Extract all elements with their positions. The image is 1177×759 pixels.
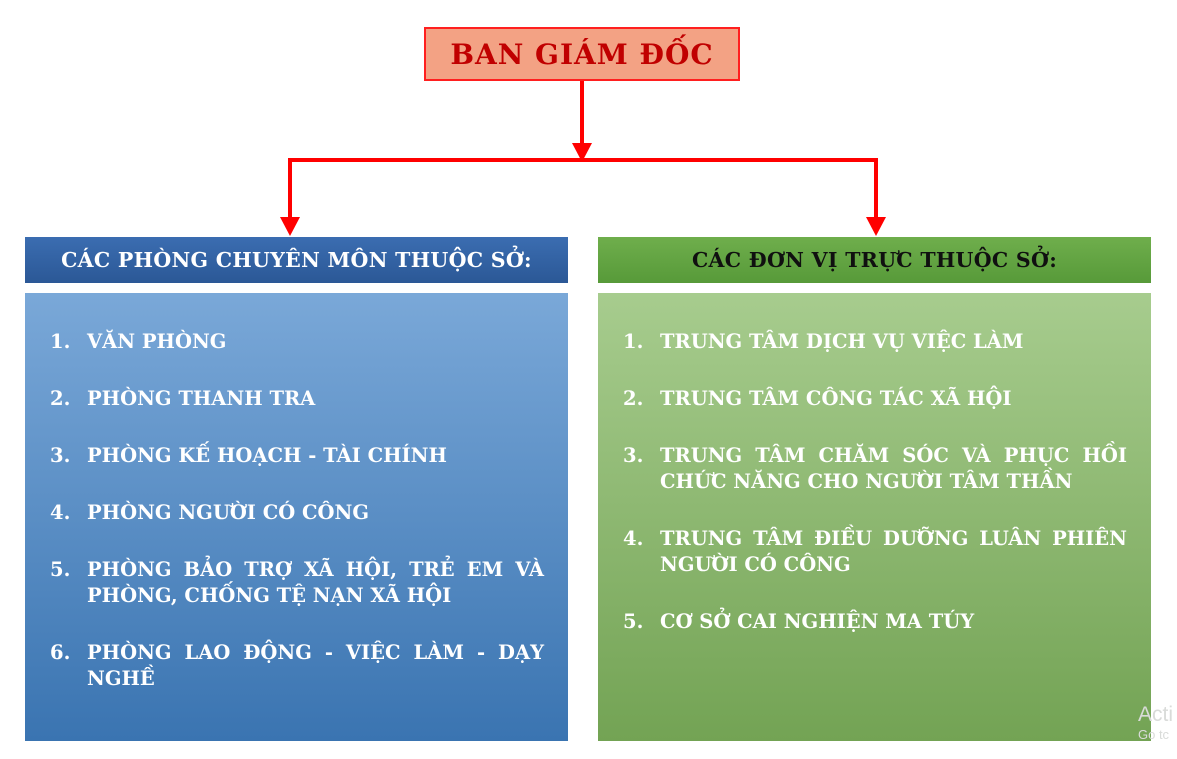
item-number: 5.: [50, 558, 71, 581]
departments-panel-header: CÁC PHÒNG CHUYÊN MÔN THUỘC SỞ:: [25, 237, 568, 283]
item-text: PHÒNG THANH TRA: [87, 387, 316, 410]
arrowhead-icon: [280, 217, 300, 236]
item-number: 4.: [623, 527, 644, 550]
departments-panel-body: 1. VĂN PHÒNG 2. PHÒNG THANH TRA 3. PHÒNG…: [25, 293, 568, 741]
list-item: 1. TRUNG TÂM DỊCH VỤ VIỆC LÀM: [618, 329, 1127, 355]
arrowhead-icon: [572, 143, 592, 162]
list-item: 2. PHÒNG THANH TRA: [45, 386, 544, 412]
item-text: TRUNG TÂM ĐIỀU DƯỠNG LUÂN PHIÊN NGƯỜI CÓ…: [660, 527, 1127, 576]
item-number: 3.: [50, 444, 71, 467]
item-number: 1.: [50, 330, 71, 353]
list-item: 4. TRUNG TÂM ĐIỀU DƯỠNG LUÂN PHIÊN NGƯỜI…: [618, 526, 1127, 578]
director-box: BAN GIÁM ĐỐC: [424, 27, 740, 81]
departments-panel-title: CÁC PHÒNG CHUYÊN MÔN THUỘC SỞ:: [61, 248, 532, 272]
item-text: PHÒNG KẾ HOẠCH - TÀI CHÍNH: [87, 444, 447, 467]
item-text: PHÒNG NGƯỜI CÓ CÔNG: [87, 501, 369, 524]
list-item: 1. VĂN PHÒNG: [45, 329, 544, 355]
arrowhead-icon: [866, 217, 886, 236]
item-number: 1.: [623, 330, 644, 353]
units-panel-title: CÁC ĐƠN VỊ TRỰC THUỘC SỞ:: [691, 248, 1058, 272]
item-number: 5.: [623, 610, 644, 633]
item-text: TRUNG TÂM DỊCH VỤ VIỆC LÀM: [660, 330, 1024, 353]
item-text: VĂN PHÒNG: [87, 330, 227, 353]
director-label: BAN GIÁM ĐỐC: [450, 37, 714, 71]
units-panel-header: CÁC ĐƠN VỊ TRỰC THUỘC SỞ:: [598, 237, 1151, 283]
item-number: 3.: [623, 444, 644, 467]
item-number: 2.: [50, 387, 71, 410]
list-item: 3. TRUNG TÂM CHĂM SÓC VÀ PHỤC HỒI CHỨC N…: [618, 443, 1127, 495]
list-item: 4. PHÒNG NGƯỜI CÓ CÔNG: [45, 500, 544, 526]
item-text: TRUNG TÂM CHĂM SÓC VÀ PHỤC HỒI CHỨC NĂNG…: [660, 444, 1127, 493]
units-panel-body: 1. TRUNG TÂM DỊCH VỤ VIỆC LÀM 2. TRUNG T…: [598, 293, 1151, 741]
connector-arrows: [280, 81, 886, 236]
item-text: PHÒNG LAO ĐỘNG - VIỆC LÀM - DẠY NGHỀ: [87, 641, 544, 690]
list-item: 5. PHÒNG BẢO TRỢ XÃ HỘI, TRẺ EM VÀ PHÒNG…: [45, 557, 544, 609]
item-number: 2.: [623, 387, 644, 410]
list-item: 2. TRUNG TÂM CÔNG TÁC XÃ HỘI: [618, 386, 1127, 412]
item-text: PHÒNG BẢO TRỢ XÃ HỘI, TRẺ EM VÀ PHÒNG, C…: [87, 558, 544, 607]
item-text: CƠ SỞ CAI NGHIỆN MA TÚY: [660, 610, 975, 633]
item-number: 4.: [50, 501, 71, 524]
list-item: 5. CƠ SỞ CAI NGHIỆN MA TÚY: [618, 609, 1127, 635]
list-item: 6. PHÒNG LAO ĐỘNG - VIỆC LÀM - DẠY NGHỀ: [45, 640, 544, 692]
item-text: TRUNG TÂM CÔNG TÁC XÃ HỘI: [660, 387, 1012, 410]
list-item: 3. PHÒNG KẾ HOẠCH - TÀI CHÍNH: [45, 443, 544, 469]
item-number: 6.: [50, 641, 71, 664]
